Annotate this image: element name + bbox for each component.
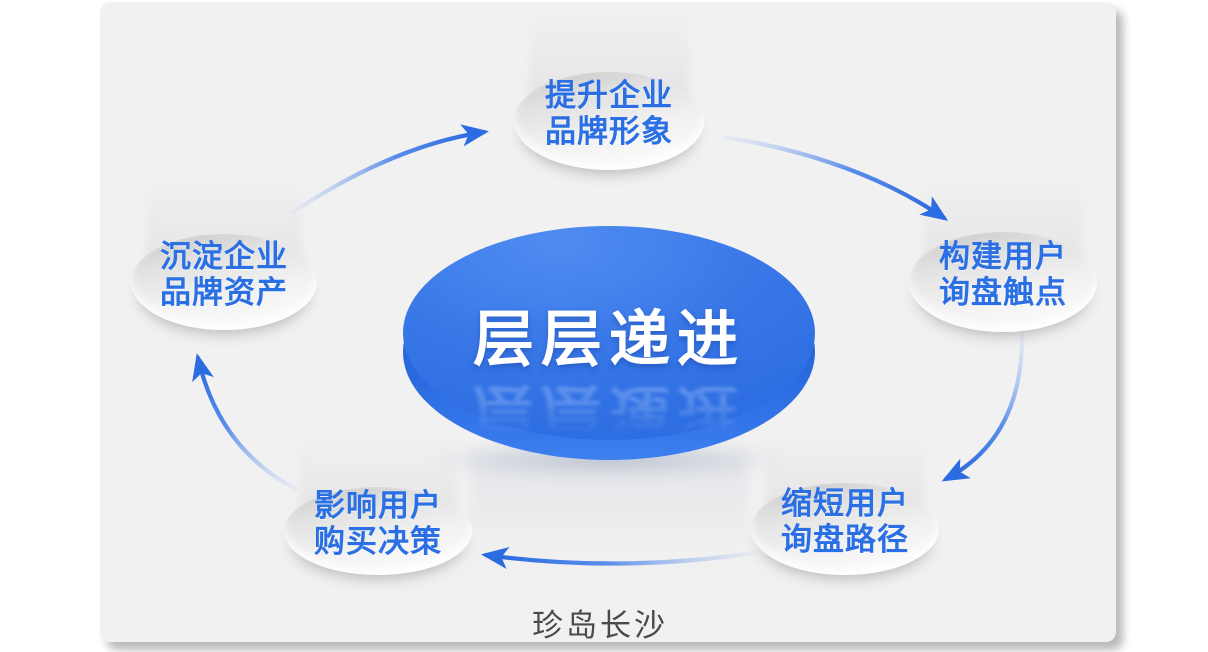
node-left-ellipse: 沉淀企业 品牌资产 bbox=[131, 234, 317, 330]
node-left: 沉淀企业 品牌资产 bbox=[131, 234, 317, 330]
caption-text: 珍岛长沙 bbox=[532, 608, 668, 644]
node-bottom-right-ellipse: 缩短用户 询盘路径 bbox=[751, 483, 939, 575]
disc-reflection-glow bbox=[470, 455, 748, 605]
node-label-line: 影响用户 bbox=[314, 488, 442, 523]
node-bottom-right-label: 缩短用户 询盘路径 bbox=[781, 486, 909, 558]
center-disc-label: 层层递进 bbox=[472, 304, 745, 373]
node-label-line: 沉淀企业 bbox=[160, 239, 288, 274]
node-right-label: 构建用户 询盘触点 bbox=[939, 239, 1067, 311]
node-right: 构建用户 询盘触点 bbox=[909, 232, 1097, 332]
node-left-label: 沉淀企业 品牌资产 bbox=[160, 239, 288, 311]
node-label-line: 询盘路径 bbox=[781, 522, 909, 557]
node-label-line: 品牌资产 bbox=[160, 275, 288, 310]
node-top-label: 提升企业 品牌形象 bbox=[545, 78, 673, 150]
node-label-line: 品牌形象 bbox=[545, 114, 673, 149]
center-disc-label-wrap: 层层递进 bbox=[403, 226, 815, 440]
node-bottom-left: 影响用户 购买决策 bbox=[284, 487, 472, 575]
node-label-line: 提升企业 bbox=[545, 78, 673, 113]
node-bottom-left-ellipse: 影响用户 购买决策 bbox=[284, 487, 472, 575]
center-disc-top bbox=[403, 226, 815, 440]
node-top-ellipse: 提升企业 品牌形象 bbox=[514, 72, 704, 170]
node-label-line: 询盘触点 bbox=[939, 275, 1067, 310]
center-disc-label-reflection: 层层递进 bbox=[472, 378, 745, 437]
node-bottom-left-label: 影响用户 购买决策 bbox=[314, 488, 442, 560]
node-label-line: 构建用户 bbox=[939, 239, 1067, 274]
node-top: 提升企业 品牌形象 bbox=[514, 72, 704, 170]
center-disc: 层层递进 层层递进 bbox=[403, 226, 815, 460]
node-label-line: 购买决策 bbox=[314, 524, 442, 559]
node-label-line: 缩短用户 bbox=[781, 486, 909, 521]
node-right-ellipse: 构建用户 询盘触点 bbox=[909, 232, 1097, 332]
node-bottom-right: 缩短用户 询盘路径 bbox=[751, 483, 939, 575]
